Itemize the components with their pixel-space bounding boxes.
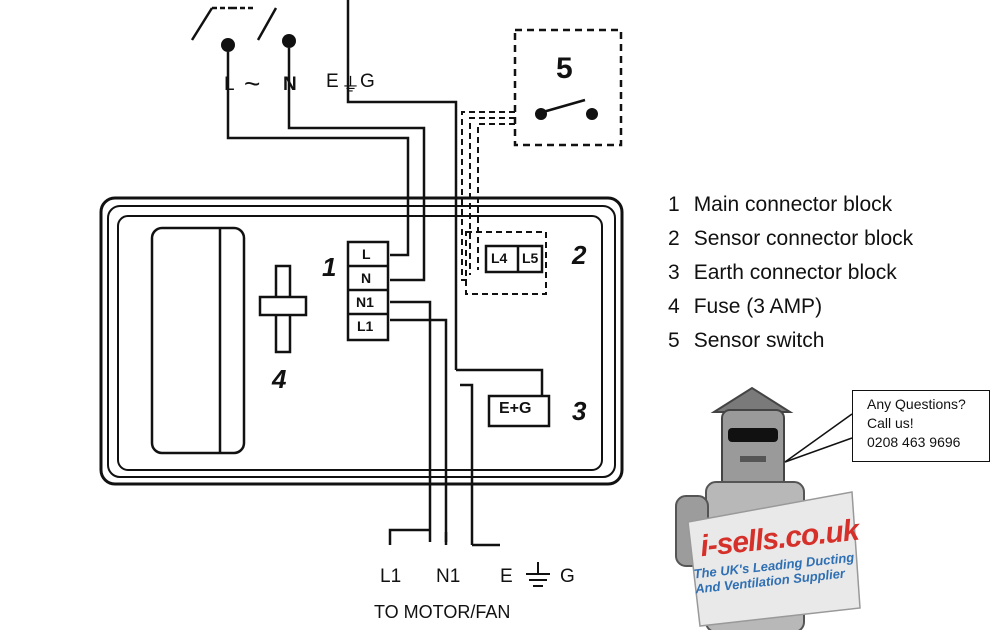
motor-terminal-l1: L1 xyxy=(380,566,402,587)
legend-text: Fuse (3 AMP) xyxy=(693,295,823,318)
earth-block-number: 3 xyxy=(572,396,587,426)
legend-number: 4 xyxy=(668,295,680,318)
motor-terminal-e: E xyxy=(500,566,513,587)
supply-ground-label: G xyxy=(360,71,375,92)
legend-text: Sensor switch xyxy=(693,329,825,352)
supply-earth-symbol: ⏚ xyxy=(341,75,361,96)
legend-text: Sensor connector block xyxy=(693,227,914,250)
callout-line-call: Call us! xyxy=(867,415,914,431)
supply-terminals xyxy=(221,34,296,52)
main-block-number: 1 xyxy=(322,252,337,282)
main-terminal-l: L xyxy=(362,246,371,262)
main-connector-block xyxy=(346,240,390,342)
legend-number: 1 xyxy=(668,193,680,216)
sensor-connector-block xyxy=(484,244,544,274)
sensor-cable xyxy=(461,111,547,295)
ad-sign xyxy=(687,491,861,627)
sensor-switch-box xyxy=(513,28,623,147)
motor-terminal-n1: N1 xyxy=(436,566,461,587)
fuse-number: 4 xyxy=(272,364,287,394)
legend-item: 3 Earth connector block xyxy=(668,256,913,290)
sensor-switch-contacts xyxy=(535,108,598,120)
callout-phone[interactable]: 0208 463 9696 xyxy=(867,434,961,450)
earth-connector-block xyxy=(487,394,551,428)
earth-block-label: E+G xyxy=(499,400,532,417)
main-terminal-n: N xyxy=(361,270,372,286)
legend-text: Earth connector block xyxy=(693,261,897,284)
legend-item: 2 Sensor connector block xyxy=(668,222,913,256)
legend-item: 1 Main connector block xyxy=(668,188,913,222)
supply-neutral-label: N xyxy=(283,74,297,95)
supply-earth-label: E xyxy=(326,71,339,92)
sensor-terminal-l5: L5 xyxy=(522,250,539,266)
motor-terminal-g: G xyxy=(560,566,575,587)
legend-number: 3 xyxy=(668,261,680,284)
legend-item: 5 Sensor switch xyxy=(668,324,913,358)
pcb-panel xyxy=(150,226,246,455)
fuse xyxy=(258,264,308,354)
supply-switch xyxy=(190,0,350,60)
main-terminal-l1: L1 xyxy=(357,318,374,334)
supply-live-label: L xyxy=(224,74,235,95)
motor-caption: TO MOTOR/FAN xyxy=(374,602,511,622)
ad-callout[interactable]: Any Questions? Call us! 0208 463 9696 xyxy=(852,390,990,462)
legend-number: 5 xyxy=(668,329,680,352)
earth-symbol xyxy=(526,562,550,587)
legend-number: 2 xyxy=(668,227,680,250)
main-terminal-n1: N1 xyxy=(356,294,374,310)
ac-symbol: ~ xyxy=(244,68,261,99)
callout-line-question: Any Questions? xyxy=(867,396,966,412)
sensor-switch-number: 5 xyxy=(556,52,573,85)
legend-text: Main connector block xyxy=(693,193,893,216)
sensor-block-number: 2 xyxy=(572,240,587,270)
sensor-terminal-l4: L4 xyxy=(491,250,508,266)
legend: 1 Main connector block 2 Sensor connector … xyxy=(668,188,913,358)
legend-item: 4 Fuse (3 AMP) xyxy=(668,290,913,324)
wiring xyxy=(226,48,544,547)
enclosure xyxy=(99,196,624,486)
